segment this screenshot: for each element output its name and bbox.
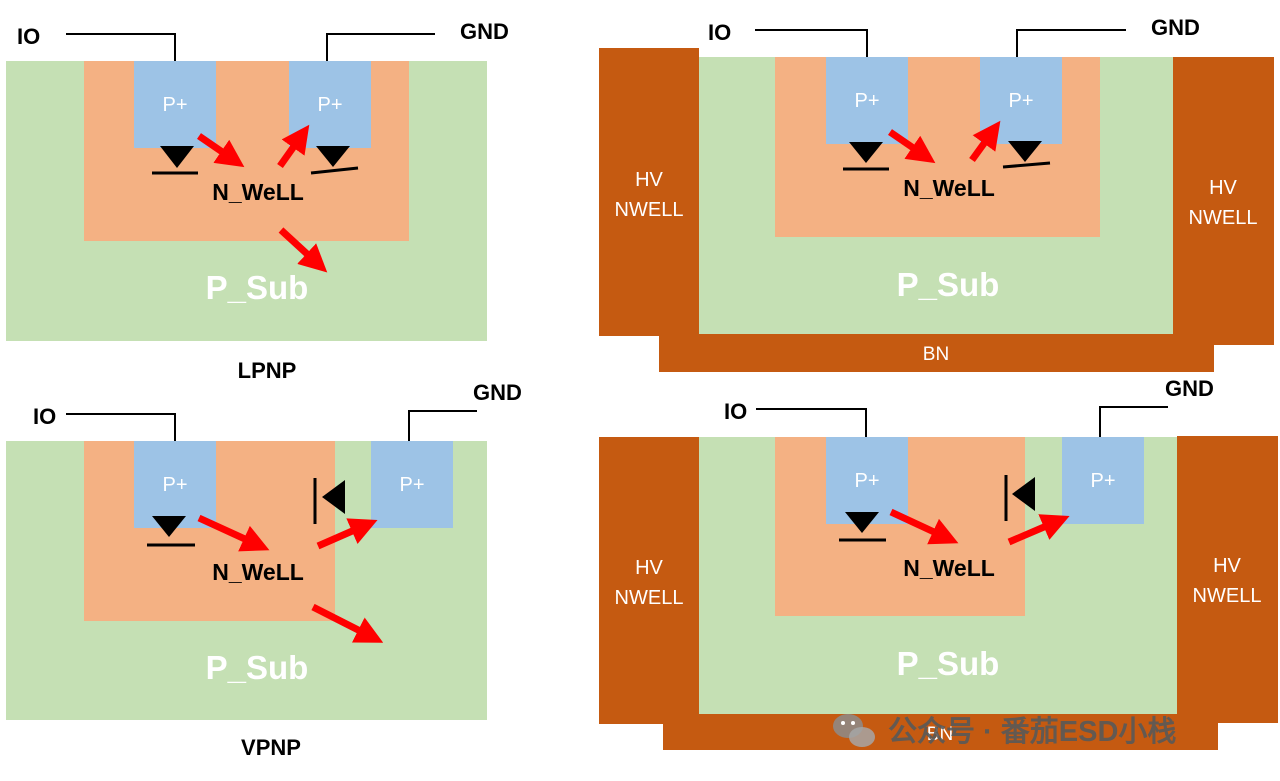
panel-vpnp: P+ P+ IO GND N_WeLL P_Sub VPNP (6, 380, 522, 760)
p-plus-left-label: P+ (854, 90, 879, 112)
panel-lpnp: P+ P+ IO GND N_WeLL P_Sub LPNP (6, 19, 509, 383)
gnd-label: GND (1165, 376, 1214, 401)
p-plus-left (134, 61, 216, 148)
bn-label: BN (927, 724, 953, 745)
diode-symbol (313, 478, 345, 524)
current-arrow (197, 133, 245, 168)
watermark: 公众号 · 番茄ESD小栈 (833, 714, 1176, 748)
hv-nwell-left (599, 48, 699, 336)
bn-region (663, 712, 1218, 750)
p-plus-right (1062, 437, 1144, 524)
diode-symbol (147, 516, 195, 547)
p-plus-left (826, 437, 908, 524)
p-sub-label: P_Sub (206, 649, 309, 686)
diode-symbol (152, 146, 198, 175)
hv-nwell-right-label: NWELL (1189, 207, 1258, 229)
io-label: IO (17, 24, 40, 49)
watermark-text: 公众号 · 番茄ESD小栈 (888, 715, 1176, 748)
gnd-label: GND (460, 19, 509, 44)
diode-symbol (1004, 475, 1035, 521)
hv-nwell-left-label: HV (635, 169, 663, 191)
diode-symbol (843, 142, 889, 171)
gnd-wire (326, 33, 435, 61)
diode-symbol (1002, 141, 1051, 169)
current-arrow (197, 514, 270, 552)
p-sub-label: P_Sub (206, 269, 309, 306)
p-plus-left (134, 441, 216, 528)
diode-symbol (839, 512, 886, 542)
n-well-label: N_WeLL (212, 179, 304, 205)
panel-hv-lpnp: P+ P+ IO GND N_WeLL P_Sub HV NWELL HV NW… (599, 15, 1274, 372)
io-label: IO (33, 404, 56, 429)
p-plus-left-label: P+ (854, 470, 879, 492)
panel-hv-vpnp: P+ P+ IO GND N_WeLL P_Sub HV NWELL HV NW… (599, 376, 1278, 750)
hv-nwell-left (599, 437, 699, 724)
hv-nwell-right-label: NWELL (1193, 585, 1262, 607)
current-arrow (888, 129, 936, 164)
gnd-label: GND (473, 380, 522, 405)
diode-symbol (310, 146, 359, 175)
hv-nwell-right-label: HV (1213, 555, 1241, 577)
n-well-label: N_WeLL (212, 559, 304, 585)
p-plus-right-label: P+ (317, 94, 342, 116)
bn-label: BN (923, 344, 949, 365)
p-plus-right-label: P+ (1008, 90, 1033, 112)
current-arrow (311, 603, 384, 643)
current-arrow (969, 120, 1001, 163)
hv-nwell-right (1173, 57, 1274, 345)
io-wire (66, 33, 176, 61)
caption-vpnp: VPNP (241, 735, 301, 760)
p-sub-label: P_Sub (897, 645, 1000, 682)
gnd-wire (1016, 29, 1126, 57)
io-label: IO (708, 20, 731, 45)
bn-region (659, 332, 1214, 372)
hv-nwell-right (1177, 436, 1278, 723)
wechat-icon (833, 714, 875, 747)
p-plus-left-label: P+ (162, 94, 187, 116)
p-plus-left-label: P+ (162, 474, 187, 496)
gnd-label: GND (1151, 15, 1200, 40)
current-arrow (889, 508, 959, 545)
current-arrow (1007, 514, 1070, 546)
io-wire (755, 29, 868, 57)
p-plus-right (371, 441, 453, 528)
p-plus-right-label: P+ (1090, 470, 1115, 492)
p-sub-label: P_Sub (897, 266, 1000, 303)
hv-nwell-right-label: HV (1209, 177, 1237, 199)
n-well-label: N_WeLL (903, 555, 995, 581)
current-arrow (277, 124, 310, 169)
hv-nwell-left-label: HV (635, 557, 663, 579)
gnd-wire (1099, 406, 1168, 437)
io-wire (756, 408, 867, 437)
gnd-wire (408, 410, 477, 441)
n-well-label: N_WeLL (903, 175, 995, 201)
io-wire (66, 413, 176, 441)
caption-lpnp: LPNP (238, 358, 297, 383)
hv-nwell-left-label: NWELL (615, 199, 684, 221)
io-label: IO (724, 399, 747, 424)
p-plus-left (826, 57, 908, 144)
hv-nwell-left-label: NWELL (615, 587, 684, 609)
current-arrow (278, 227, 328, 273)
current-arrow (316, 518, 378, 550)
p-plus-right-label: P+ (399, 474, 424, 496)
